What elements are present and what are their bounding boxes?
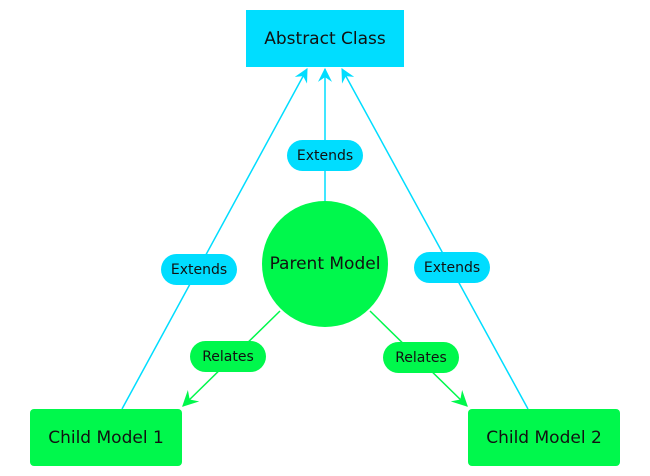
relates-label-right: Relates <box>383 342 459 373</box>
edge-extends-child2 <box>341 67 529 410</box>
abstract-class-label: Abstract Class <box>264 28 386 49</box>
relates-label-left: Relates <box>190 341 266 372</box>
child-model-2-node: Child Model 2 <box>468 409 620 466</box>
child-model-2-label: Child Model 2 <box>486 427 602 448</box>
child-model-1-node: Child Model 1 <box>30 409 182 466</box>
edge-extends-child1 <box>121 67 308 410</box>
extends-label-right: Extends <box>414 252 490 283</box>
parent-model-label: Parent Model <box>269 254 381 274</box>
child-model-1-label: Child Model 1 <box>48 427 164 448</box>
extends-label-left: Extends <box>161 254 237 285</box>
parent-model-node: Parent Model <box>262 201 388 327</box>
extends-label-center: Extends <box>287 140 363 171</box>
abstract-class-node: Abstract Class <box>246 10 404 67</box>
